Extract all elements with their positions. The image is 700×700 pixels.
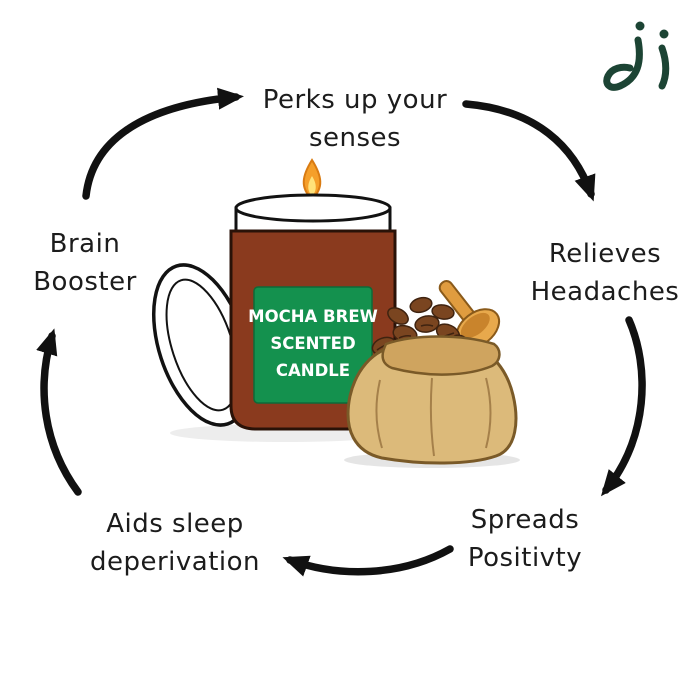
- benefit-line: Perks up your: [262, 85, 448, 115]
- candle-label-line2: SCENTED: [270, 334, 355, 353]
- benefit-line: deperivation: [89, 546, 261, 577]
- benefit-line: Spreads: [470, 505, 580, 535]
- benefit-line: Headaches: [530, 276, 680, 307]
- candle-label-line3: CANDLE: [276, 361, 350, 380]
- flow-arrows: [36, 87, 646, 577]
- benefit-line: Booster: [33, 266, 137, 297]
- benefit-spreads-positivity: Spreads Positivty: [445, 502, 605, 577]
- jar-lid: [151, 263, 253, 427]
- benefit-perks-up-senses: Perks up your senses: [255, 82, 455, 157]
- benefit-line: Brain: [49, 229, 121, 259]
- ji-logo-icon: [603, 21, 670, 91]
- arrow-left-to-top: [82, 87, 244, 200]
- arrow-right-to-bottom: [600, 316, 646, 497]
- candle-label-plate: [253, 286, 373, 404]
- benefit-relieves-headaches: Relieves Headaches: [520, 236, 690, 311]
- sack-creases: [375, 377, 492, 457]
- benefit-line: Positivty: [467, 542, 583, 573]
- coffee-sack: [346, 280, 518, 465]
- candle-label-text: MOCHA BREW SCENTED CANDLE: [248, 307, 378, 380]
- benefit-line: Aids sleep: [106, 509, 244, 539]
- arrow-bottom-right-to-left: [282, 545, 454, 577]
- arrow-bottomleft-to-left: [36, 328, 82, 496]
- candle-label-line1: MOCHA BREW: [248, 307, 378, 326]
- benefit-line: senses: [308, 122, 402, 153]
- benefit-aids-sleep-deprivation: Aids sleep deperivation: [80, 506, 270, 581]
- benefit-line: Relieves: [548, 239, 662, 269]
- arrow-top-to-right: [462, 100, 596, 202]
- benefit-brain-booster: Brain Booster: [15, 226, 155, 301]
